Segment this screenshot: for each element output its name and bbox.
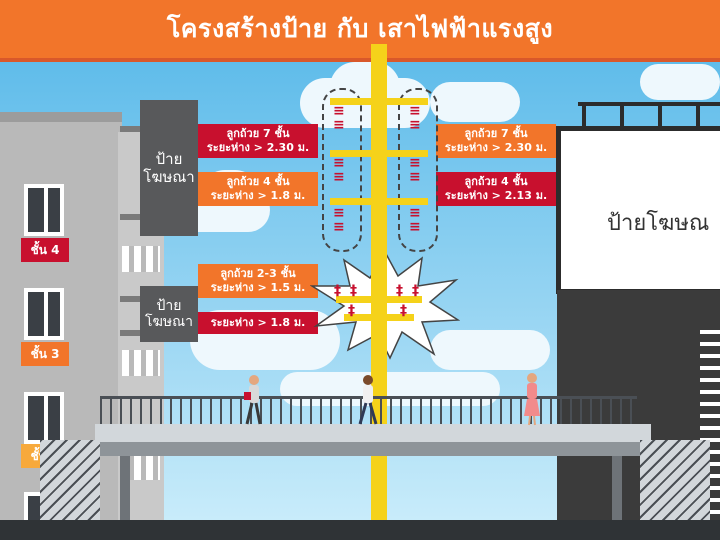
sign-arm bbox=[120, 296, 142, 302]
billboard-post bbox=[620, 104, 624, 128]
insulator-icon: ‡ bbox=[348, 303, 355, 319]
billboard: ป้ายโฆษณ bbox=[556, 126, 720, 294]
billboard-post bbox=[658, 104, 662, 128]
crossarm bbox=[330, 198, 428, 205]
right-staircase bbox=[640, 440, 710, 520]
floor-tag-4: ชั้น 4 bbox=[21, 238, 69, 262]
crossarm bbox=[336, 296, 422, 303]
bridge-column bbox=[612, 456, 622, 520]
header-bar: โครงสร้างป้าย กับ เสาไฟฟ้าแรงสูง bbox=[0, 0, 720, 62]
pedestrian-icon bbox=[244, 375, 262, 425]
top-advertising-sign: ป้าย โฆษณา bbox=[140, 100, 198, 236]
window bbox=[24, 288, 64, 340]
cloud bbox=[640, 64, 720, 100]
balcony-slats bbox=[122, 350, 160, 376]
billboard-post bbox=[696, 104, 700, 128]
label-right-4-layer: ลูกถ้วย 4 ชั้น ระยะห่าง > 2.13 ม. bbox=[436, 172, 556, 206]
floor-tag-3: ชั้น 3 bbox=[21, 342, 69, 366]
left-building-roof bbox=[0, 112, 122, 122]
crossarm bbox=[330, 150, 428, 157]
window bbox=[24, 184, 64, 236]
insulator-icon: ≡≡ bbox=[409, 103, 421, 133]
crossarm bbox=[330, 98, 428, 105]
insulator-icon: ≡≡ bbox=[333, 103, 345, 133]
window bbox=[24, 392, 64, 444]
insulator-icon: ≡≡ bbox=[333, 155, 345, 185]
crossarm bbox=[344, 314, 414, 321]
insulator-icon: ≡≡ bbox=[409, 155, 421, 185]
road bbox=[0, 520, 720, 540]
bottom-advertising-sign: ป้าย โฆษณา bbox=[140, 286, 198, 342]
cloud bbox=[430, 330, 550, 370]
insulator-group-left-outline bbox=[322, 88, 362, 252]
pedestrian-icon bbox=[358, 375, 378, 425]
insulator-icon: ‡ bbox=[396, 283, 403, 299]
page-title: โครงสร้างป้าย กับ เสาไฟฟ้าแรงสูง bbox=[166, 14, 554, 43]
label-left-7-layer: ลูกถ้วย 7 ชั้น ระยะห่าง > 2.30 ม. bbox=[198, 124, 318, 158]
bridge-underside bbox=[95, 442, 651, 456]
sign-arm bbox=[120, 126, 142, 132]
label-left-2-3-layer: ลูกถ้วย 2-3 ชั้น ระยะห่าง > 1.5 ม. bbox=[198, 264, 318, 298]
sign-arm bbox=[120, 330, 142, 336]
billboard-text: ป้ายโฆษณ bbox=[607, 211, 710, 236]
billboard-post bbox=[582, 104, 586, 128]
cloud bbox=[430, 82, 520, 122]
insulator-icon: ‡ bbox=[350, 283, 357, 299]
power-pole bbox=[371, 44, 387, 540]
insulator-icon: ‡ bbox=[412, 283, 419, 299]
pedestrian-icon bbox=[524, 373, 540, 426]
insulator-icon: ‡ bbox=[334, 283, 341, 299]
label-right-7-layer: ลูกถ้วย 7 ชั้น ระยะห่าง > 2.30 ม. bbox=[436, 124, 556, 158]
bridge-deck bbox=[95, 424, 651, 442]
balcony-slats bbox=[122, 246, 160, 272]
label-left-low-distance: ระยะห่าง > 1.8 ม. bbox=[198, 312, 318, 334]
insulator-icon: ‡ bbox=[400, 303, 407, 319]
insulator-group-right-outline bbox=[398, 88, 438, 252]
left-staircase bbox=[40, 440, 100, 520]
label-left-4-layer: ลูกถ้วย 4 ชั้น ระยะห่าง > 1.8 ม. bbox=[198, 172, 318, 206]
insulator-icon: ≡≡ bbox=[333, 205, 345, 235]
billboard-top-rail bbox=[578, 102, 720, 106]
bridge-column bbox=[120, 456, 130, 520]
insulator-icon: ≡≡ bbox=[409, 205, 421, 235]
sign-arm bbox=[120, 214, 142, 220]
